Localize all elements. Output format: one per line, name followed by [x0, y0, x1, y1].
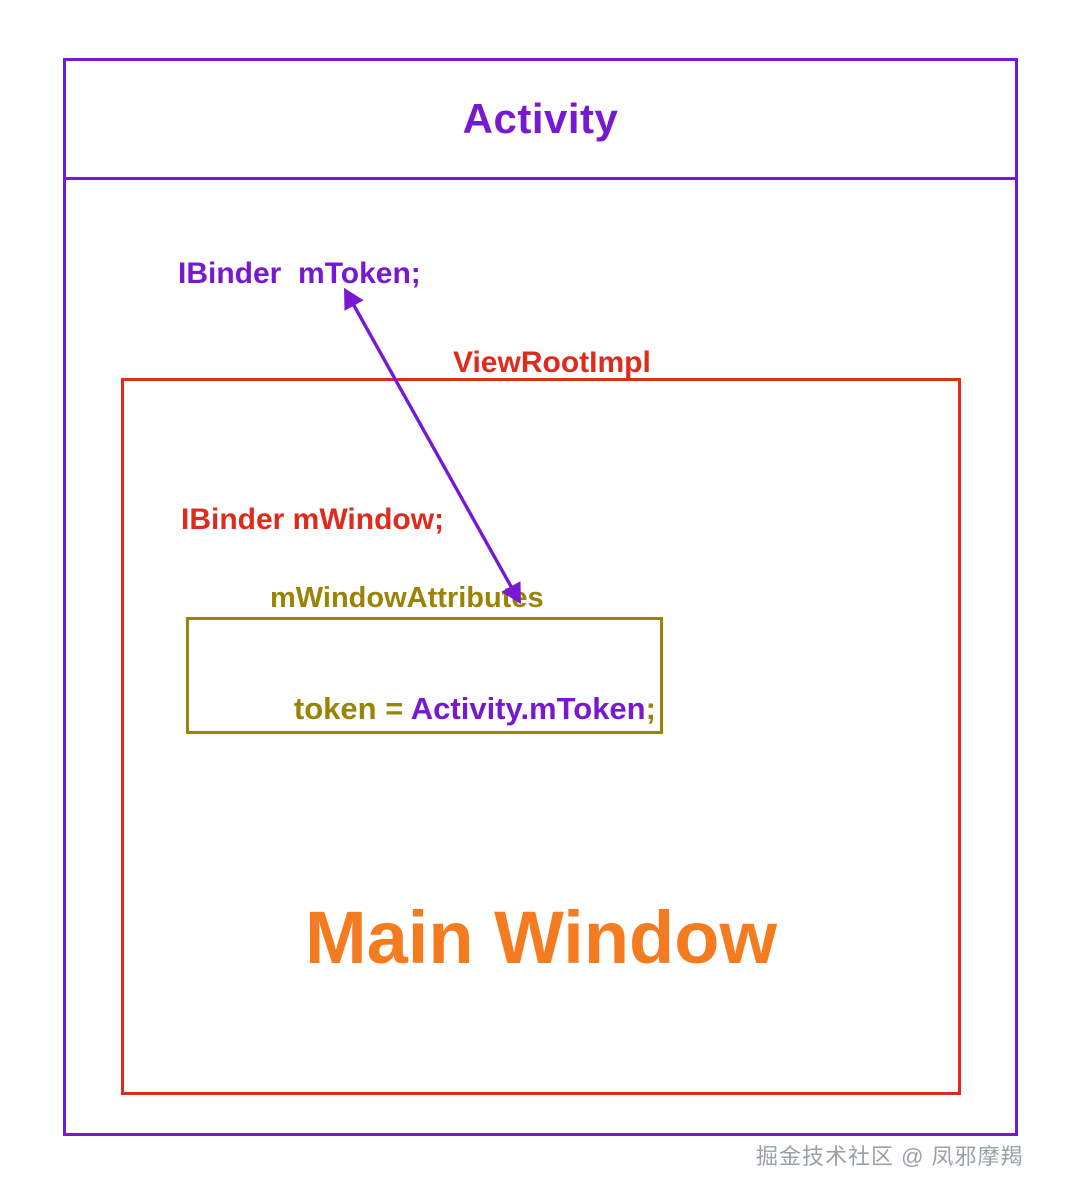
token-assignment-lhs: token = — [293, 691, 411, 726]
activity-title-bar: Activity — [66, 61, 1015, 180]
activity-container-box: Activity IBinder mToken; ViewRootImpl IB… — [63, 58, 1018, 1136]
token-assignment-rhs: Activity.mToken — [410, 691, 646, 726]
watermark: 掘金技术社区 @ 凤邪摩羯 — [756, 1144, 1024, 1169]
mwindowattributes-label: mWindowAttributes — [270, 582, 544, 614]
main-window-label: Main Window — [304, 896, 778, 979]
viewrootimpl-mwindow-field-label: IBinder mWindow; — [181, 503, 445, 536]
token-assignment-statement: token = Activity.mToken; — [225, 662, 656, 755]
viewrootimpl-container-box: IBinder mWindow; mWindowAttributes token… — [121, 378, 961, 1095]
mwindowattributes-container-box: token = Activity.mToken; — [186, 617, 663, 734]
viewrootimpl-label: ViewRootImpl — [453, 346, 651, 379]
activity-mtoken-field-label: IBinder mToken; — [178, 257, 421, 290]
page-title: Activity — [462, 95, 619, 142]
token-assignment-terminator: ; — [645, 691, 656, 726]
